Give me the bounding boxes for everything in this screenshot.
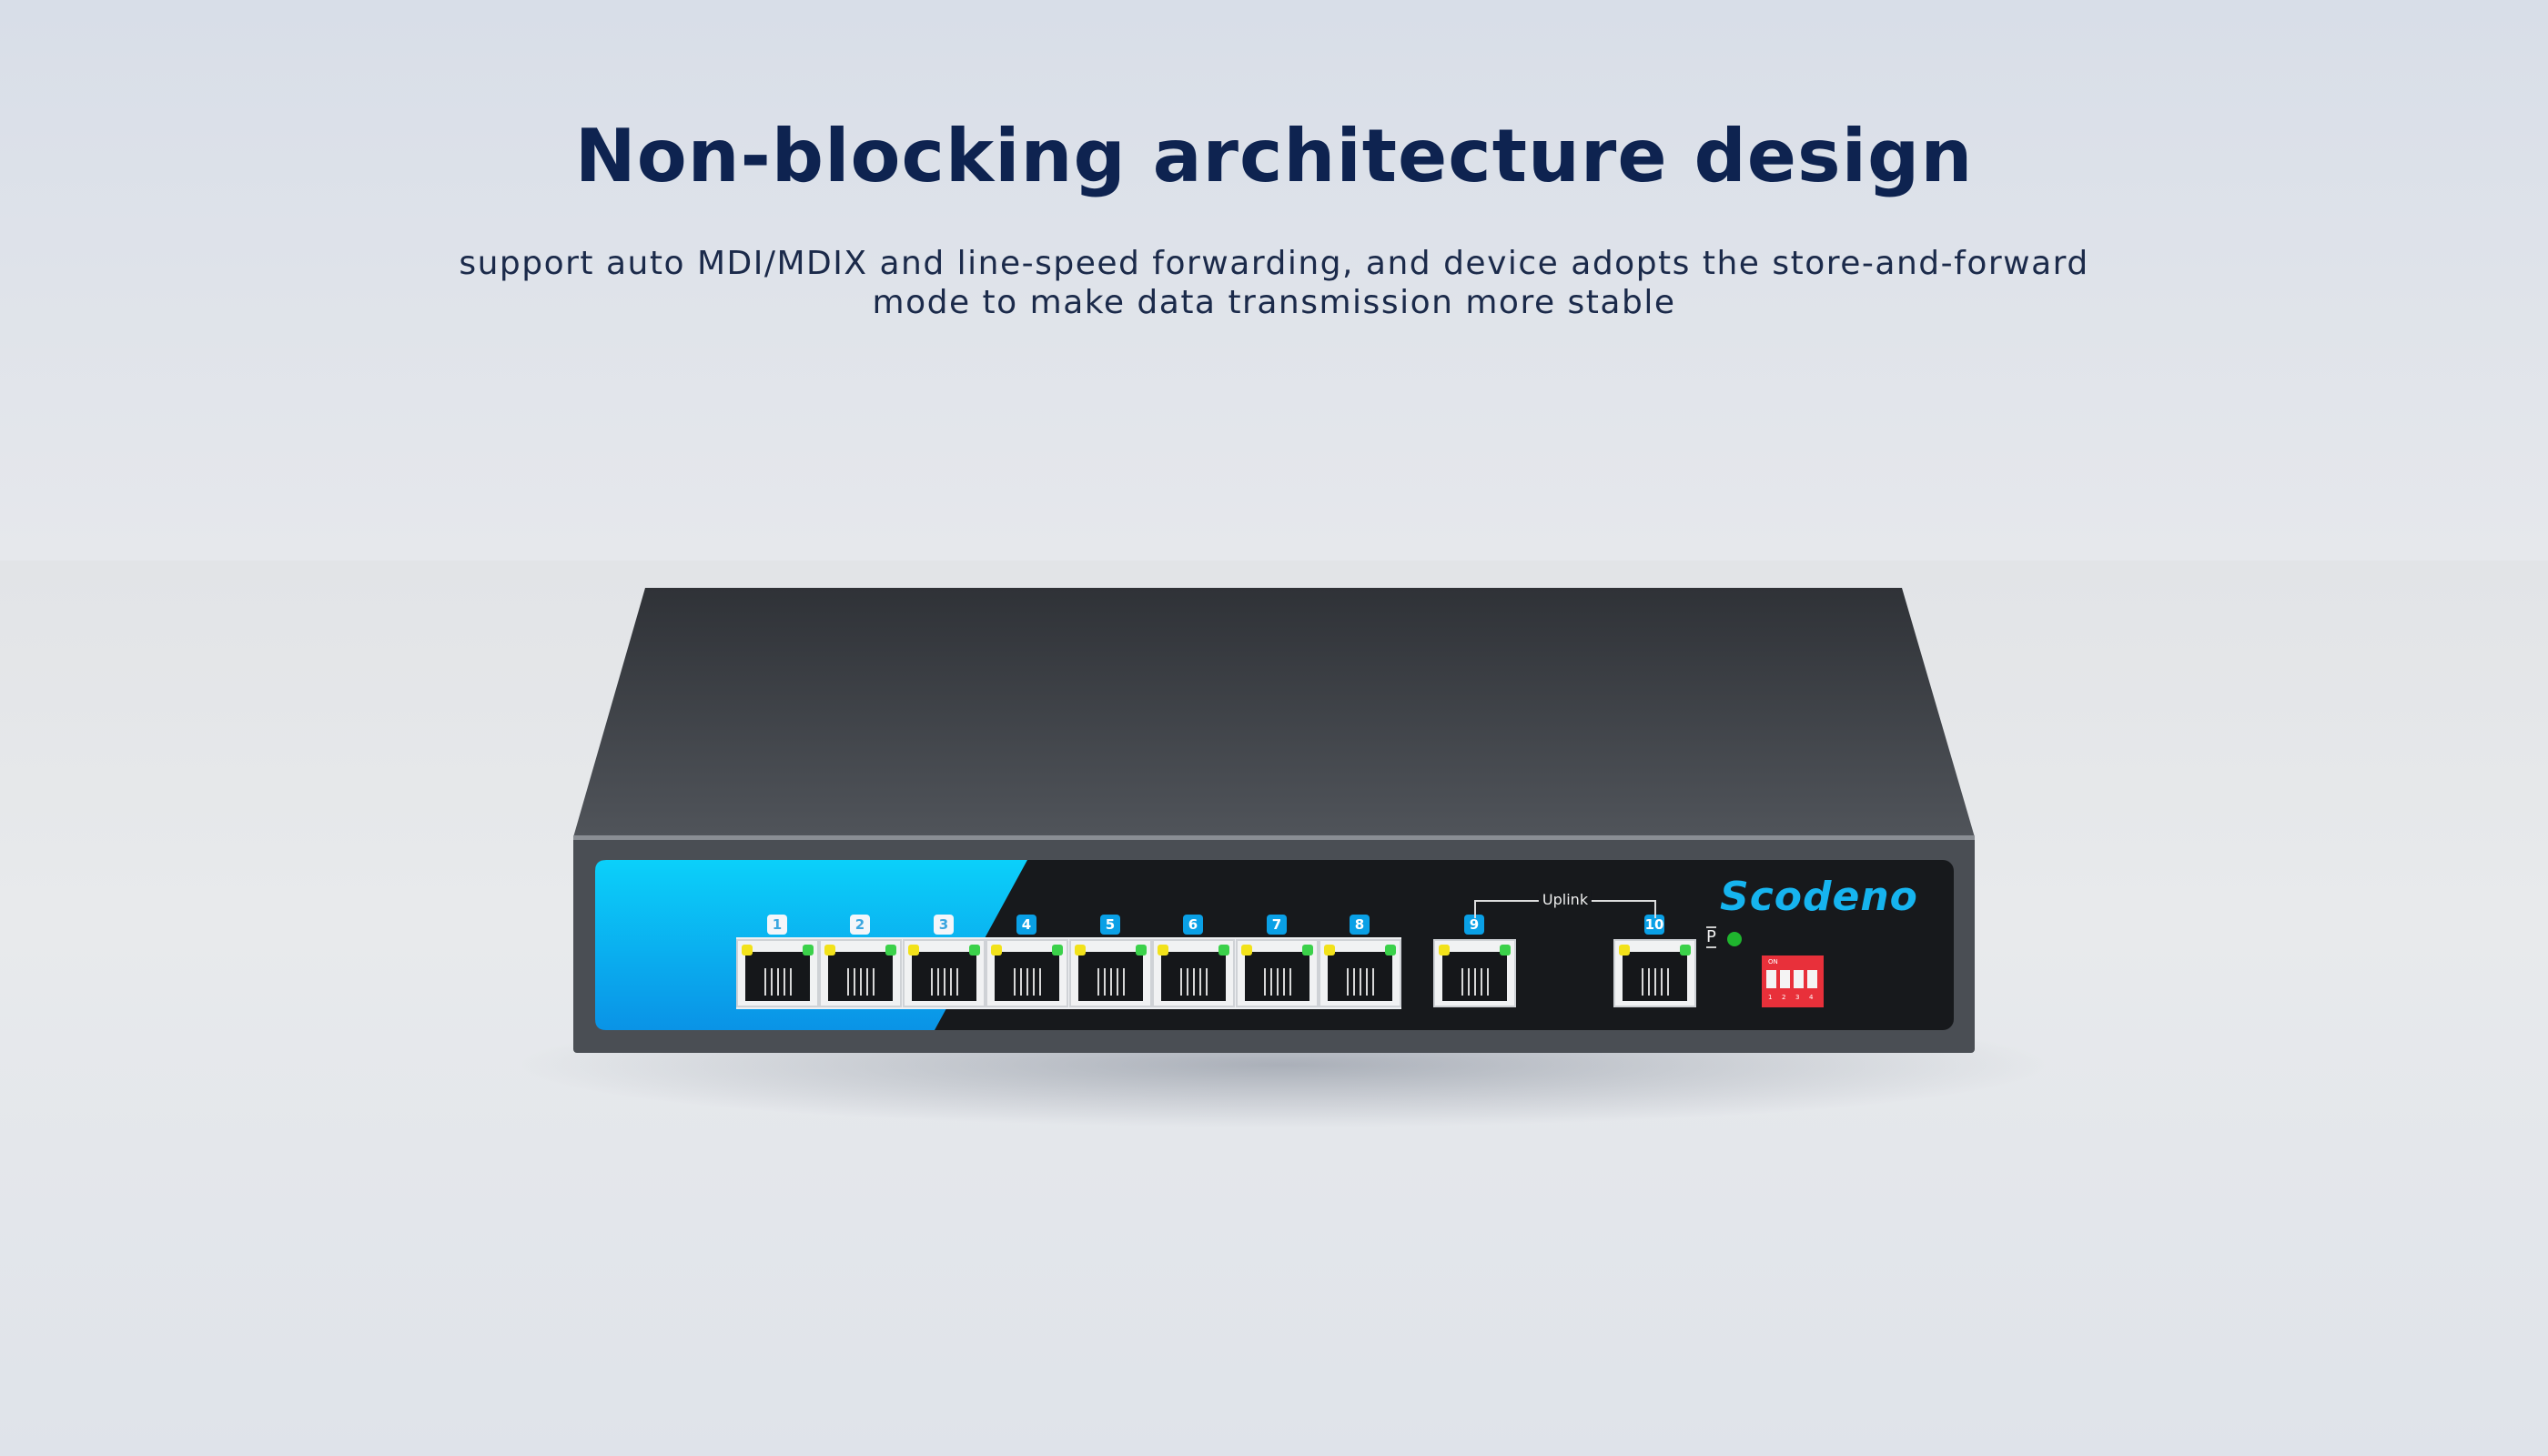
link-led-yellow bbox=[1158, 945, 1168, 956]
link-led-green bbox=[969, 945, 980, 956]
port-number-label: 8 bbox=[1350, 915, 1370, 935]
link-led-yellow bbox=[742, 945, 753, 956]
link-led-yellow bbox=[1241, 945, 1252, 956]
port-number-label: 1 bbox=[767, 915, 787, 935]
power-led bbox=[1727, 932, 1742, 946]
rj45-jack bbox=[1078, 952, 1143, 1001]
port-number-label: 5 bbox=[1100, 915, 1120, 935]
dip-switch-2[interactable] bbox=[1780, 970, 1790, 988]
port-number-label: 9 bbox=[1464, 915, 1484, 935]
link-led-green bbox=[1136, 945, 1147, 956]
subtitle-line-1: support auto MDI/MDIX and line-speed for… bbox=[459, 245, 2089, 282]
link-led-green bbox=[1500, 945, 1511, 956]
link-led-yellow bbox=[824, 945, 835, 956]
ethernet-port-9[interactable] bbox=[1433, 939, 1516, 1007]
dip-switch-1[interactable] bbox=[1766, 970, 1776, 988]
port-number-label: 3 bbox=[934, 915, 954, 935]
subtitle-line-2: mode to make data transmission more stab… bbox=[872, 284, 1676, 321]
ethernet-port-4[interactable] bbox=[986, 939, 1068, 1007]
rj45-jack bbox=[1328, 952, 1392, 1001]
link-led-green bbox=[803, 945, 814, 956]
link-led-green bbox=[885, 945, 896, 956]
brand-logo: Scodeno bbox=[1720, 874, 1918, 920]
ethernet-port-8[interactable] bbox=[1319, 939, 1401, 1007]
port-number-label: 6 bbox=[1183, 915, 1203, 935]
ethernet-port-10[interactable] bbox=[1613, 939, 1696, 1007]
dip-number: 4 bbox=[1809, 994, 1814, 1001]
dip-switch-4[interactable] bbox=[1807, 970, 1817, 988]
link-led-green bbox=[1680, 945, 1691, 956]
switch-top bbox=[573, 588, 1975, 837]
link-led-green bbox=[1218, 945, 1229, 956]
ethernet-port-7[interactable] bbox=[1236, 939, 1319, 1007]
ethernet-port-5[interactable] bbox=[1069, 939, 1152, 1007]
power-label: P bbox=[1706, 926, 1716, 948]
rj45-jack bbox=[1623, 952, 1687, 1001]
rj45-jack bbox=[1245, 952, 1309, 1001]
port-number-label: 2 bbox=[850, 915, 870, 935]
link-led-yellow bbox=[991, 945, 1002, 956]
ethernet-port-6[interactable] bbox=[1152, 939, 1235, 1007]
dip-switch[interactable]: ON 1 2 3 4 bbox=[1762, 956, 1824, 1007]
port-number-label: 10 bbox=[1644, 915, 1664, 935]
dip-number: 3 bbox=[1795, 994, 1800, 1001]
rj45-jack bbox=[1442, 952, 1507, 1001]
link-led-green bbox=[1302, 945, 1313, 956]
uplink-label: Uplink bbox=[1538, 891, 1592, 908]
dip-switch-3[interactable] bbox=[1794, 970, 1804, 988]
dip-on-label: ON bbox=[1768, 958, 1778, 966]
link-led-yellow bbox=[908, 945, 919, 956]
ethernet-port-2[interactable] bbox=[819, 939, 902, 1007]
dip-number: 1 bbox=[1768, 994, 1773, 1001]
link-led-green bbox=[1052, 945, 1063, 956]
uplink-bracket: Uplink bbox=[1474, 891, 1656, 918]
link-led-yellow bbox=[1075, 945, 1086, 956]
rj45-jack bbox=[745, 952, 810, 1001]
ethernet-port-1[interactable] bbox=[736, 939, 819, 1007]
link-led-green bbox=[1385, 945, 1396, 956]
rj45-jack bbox=[995, 952, 1059, 1001]
background-wall bbox=[0, 0, 2548, 561]
link-led-yellow bbox=[1619, 945, 1630, 956]
dip-number: 2 bbox=[1782, 994, 1786, 1001]
link-led-yellow bbox=[1324, 945, 1335, 956]
page-title: Non-blocking architecture design bbox=[574, 114, 1974, 198]
port-number-label: 7 bbox=[1267, 915, 1287, 935]
port-number-label: 4 bbox=[1016, 915, 1036, 935]
rj45-jack bbox=[912, 952, 976, 1001]
rj45-jack bbox=[1161, 952, 1226, 1001]
ethernet-port-3[interactable] bbox=[903, 939, 986, 1007]
page-subtitle: support auto MDI/MDIX and line-speed for… bbox=[0, 244, 2548, 322]
rj45-jack bbox=[828, 952, 893, 1001]
link-led-yellow bbox=[1439, 945, 1450, 956]
